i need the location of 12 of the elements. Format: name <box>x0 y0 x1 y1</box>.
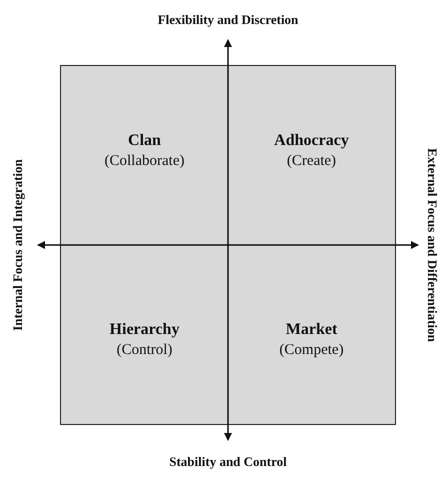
axis-label: External Focus and Differentiation <box>424 148 440 342</box>
axis-label: Stability and Control <box>169 454 287 470</box>
quadrant-title: Hierarchy <box>110 320 180 340</box>
quadrant-title: Adhocracy <box>274 130 349 150</box>
quadrant-title: Market <box>286 320 338 340</box>
quadrant-title: Clan <box>128 130 161 150</box>
quadrant-subtitle: (Create) <box>286 152 336 170</box>
quadrant-subtitle: (Control) <box>116 340 172 360</box>
axis-label: Internal Focus and Integration <box>10 159 26 331</box>
axis-label: Flexibility and Discretion <box>158 12 298 28</box>
quadrant-subtitle: (Compete) <box>279 340 344 360</box>
quadrant-subtitle: (Collaborate) <box>104 152 184 170</box>
